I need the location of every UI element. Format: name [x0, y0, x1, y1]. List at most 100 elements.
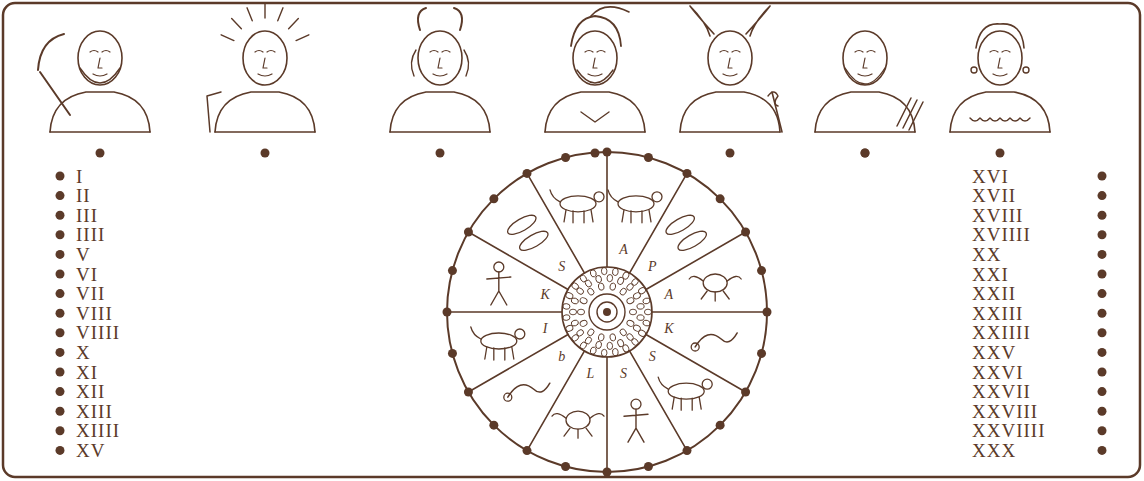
- dot: [464, 388, 473, 397]
- head: [78, 31, 122, 85]
- dot: [56, 387, 65, 396]
- zodiac-figure: [550, 190, 604, 223]
- day-numeral: XVIII: [972, 206, 1023, 225]
- dot: [1098, 407, 1107, 416]
- sector-divider: [468, 335, 568, 393]
- figure-body: [703, 274, 727, 292]
- day-numeral: XXII: [972, 284, 1016, 303]
- dot: [1098, 230, 1107, 239]
- bust-base: [545, 131, 645, 133]
- figure-head: [494, 262, 504, 272]
- cobblestone: [601, 349, 607, 357]
- dot: [56, 250, 65, 259]
- dot: [683, 169, 692, 178]
- dot: [1098, 270, 1107, 279]
- cobblestone: [571, 333, 580, 342]
- cobblestone: [630, 277, 639, 286]
- shoulders: [215, 92, 315, 132]
- wheel-rim: [447, 152, 767, 472]
- day-numeral: XX: [972, 245, 1001, 264]
- cobblestone: [586, 287, 595, 296]
- zodiac-figure: [691, 333, 737, 351]
- dot: [1098, 309, 1107, 318]
- day-numeral: IIII: [76, 225, 105, 244]
- sector-divider: [606, 152, 608, 267]
- dot: [1098, 289, 1107, 298]
- dot: [56, 211, 65, 220]
- day-numeral: XVI: [972, 167, 1009, 186]
- sun-ray: [264, 4, 265, 18]
- day-numeral: XXVII: [972, 382, 1031, 401]
- sector-divider: [527, 351, 585, 451]
- zodiac-figure: [658, 377, 712, 410]
- dot: [644, 462, 653, 471]
- cobblestone: [579, 341, 588, 350]
- dot: [436, 149, 445, 158]
- dot: [56, 368, 65, 377]
- dot: [561, 462, 570, 471]
- day-numeral: VI: [76, 265, 98, 284]
- god-bust: [390, 8, 490, 132]
- dot: [443, 308, 452, 317]
- cobblestone: [562, 303, 570, 310]
- month-letter: S: [620, 367, 627, 381]
- day-numeral: XXIII: [972, 304, 1023, 323]
- figure-head: [594, 192, 604, 202]
- wing: [746, 6, 770, 36]
- sun-ray: [278, 8, 283, 21]
- day-numeral: V: [76, 245, 91, 264]
- dot: [716, 194, 725, 203]
- head: [843, 31, 887, 85]
- month-letter: A: [619, 243, 628, 257]
- dot: [726, 149, 735, 158]
- dot: [56, 309, 65, 318]
- figure-legs: [550, 190, 593, 223]
- dot: [741, 388, 750, 397]
- inner-ring: [562, 267, 652, 357]
- bust-base: [390, 131, 490, 133]
- day-numeral: III: [76, 206, 98, 225]
- figure-legs: [689, 276, 741, 301]
- month-letter: K: [541, 288, 550, 302]
- dot: [489, 421, 498, 430]
- hair: [411, 50, 468, 76]
- sun-ray: [296, 35, 309, 41]
- shoulders: [680, 92, 780, 132]
- figure-head: [631, 399, 641, 409]
- dot: [603, 148, 612, 157]
- cobblestone: [612, 348, 619, 356]
- zodiac-wheel: [443, 148, 772, 477]
- sector-divider: [606, 357, 608, 472]
- god-bust: [680, 6, 782, 132]
- cobblestone: [612, 268, 619, 276]
- sector-divider: [652, 311, 767, 313]
- figure-tail: [508, 383, 550, 397]
- zodiac-figure: [487, 262, 511, 305]
- day-numeral: II: [76, 186, 91, 205]
- dot: [644, 153, 653, 162]
- zodiac-figure: [552, 411, 604, 438]
- head: [573, 31, 617, 85]
- shoulders: [545, 92, 645, 132]
- figure-limbs: [487, 272, 511, 305]
- day-numeral: XXVIII: [972, 402, 1038, 421]
- figure-legs: [552, 414, 604, 439]
- face: [430, 51, 450, 77]
- cobblestone: [598, 283, 605, 291]
- month-letter: K: [664, 322, 673, 336]
- cobblestone: [637, 314, 645, 321]
- earring: [1023, 67, 1029, 73]
- day-numeral: VII: [76, 284, 105, 303]
- hub-center: [603, 308, 611, 316]
- hub: [597, 302, 617, 322]
- dot: [683, 446, 692, 455]
- sector-divider: [447, 311, 562, 313]
- zodiac-figure: [504, 383, 550, 401]
- dot: [996, 149, 1005, 158]
- dot: [464, 228, 473, 237]
- dot: [861, 149, 870, 158]
- dot: [523, 169, 532, 178]
- earring: [971, 67, 977, 73]
- cobblestone: [589, 269, 597, 278]
- dot: [96, 149, 105, 158]
